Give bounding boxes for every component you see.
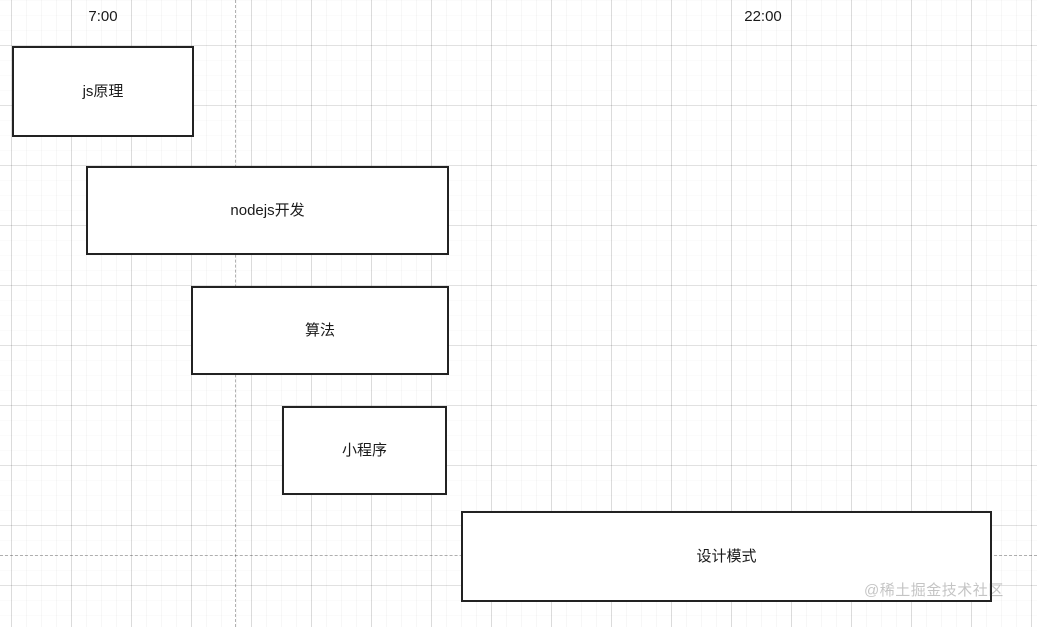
task-bar-label: 小程序: [341, 442, 387, 459]
time-axis-label-0: 7:00: [88, 8, 118, 25]
task-bar[interactable]: 设计模式: [461, 511, 992, 602]
task-bar-label: nodejs开发: [230, 202, 305, 219]
task-bar-label: 设计模式: [696, 548, 757, 565]
task-bar-label: 算法: [304, 322, 335, 339]
time-axis-label-1: 22:00: [744, 8, 782, 25]
task-bar-label: js原理: [82, 83, 124, 100]
task-bar[interactable]: 算法: [191, 286, 449, 375]
task-bar[interactable]: nodejs开发: [86, 166, 449, 255]
task-bar[interactable]: js原理: [12, 46, 194, 137]
task-bar[interactable]: 小程序: [282, 406, 447, 495]
